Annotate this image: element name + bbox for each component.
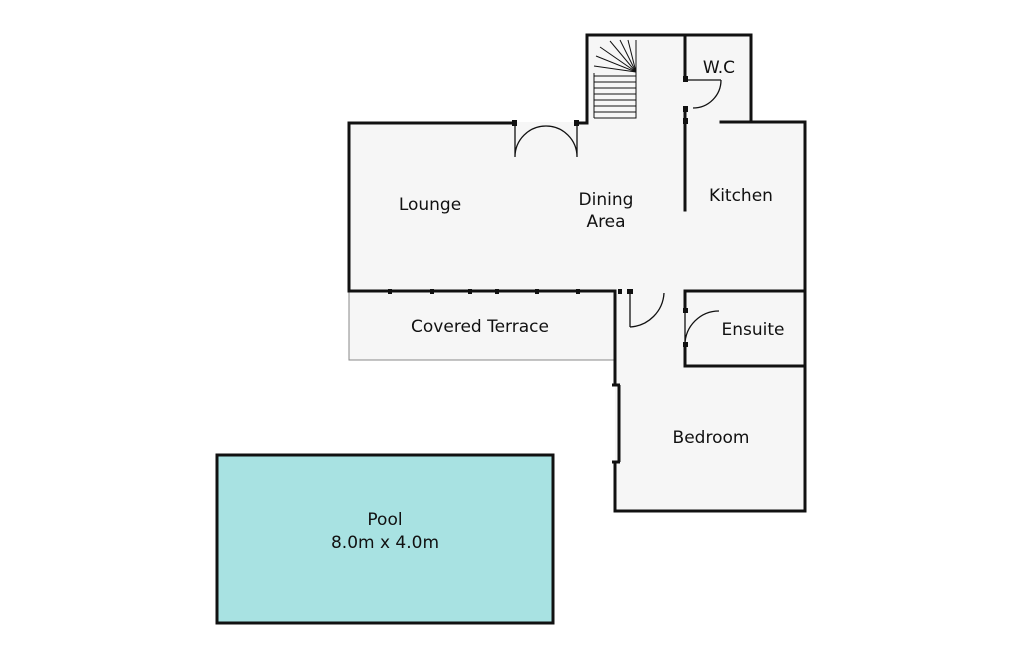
wc-floor	[685, 35, 751, 123]
room-label-dining-line2: Area	[586, 212, 625, 232]
room-label-covered-terrace: Covered Terrace	[411, 317, 549, 337]
room-label-dining-line1: Dining	[579, 190, 634, 210]
room-label-wc: W.C	[703, 58, 735, 78]
doors	[512, 76, 722, 347]
pool	[215, 453, 555, 625]
bedroom-wing-floor	[615, 291, 805, 511]
staircase	[593, 39, 637, 119]
room-label-bedroom: Bedroom	[673, 428, 750, 448]
ensuite-door	[684, 310, 720, 346]
double-door-left	[514, 123, 547, 158]
pool-label: Pool	[367, 510, 402, 530]
bedroom-window-marks	[612, 383, 621, 464]
double-door-right	[545, 123, 578, 158]
terrace-door-marks	[388, 289, 622, 294]
room-label-lounge: Lounge	[399, 195, 461, 215]
wc-door	[685, 79, 722, 109]
bedroom-door	[629, 291, 665, 328]
terrace-floor	[349, 291, 615, 360]
room-label-ensuite: Ensuite	[722, 320, 785, 340]
pool-dimensions: 8.0m x 4.0m	[331, 533, 439, 553]
room-label-kitchen: Kitchen	[709, 186, 773, 206]
walls	[347, 33, 807, 513]
